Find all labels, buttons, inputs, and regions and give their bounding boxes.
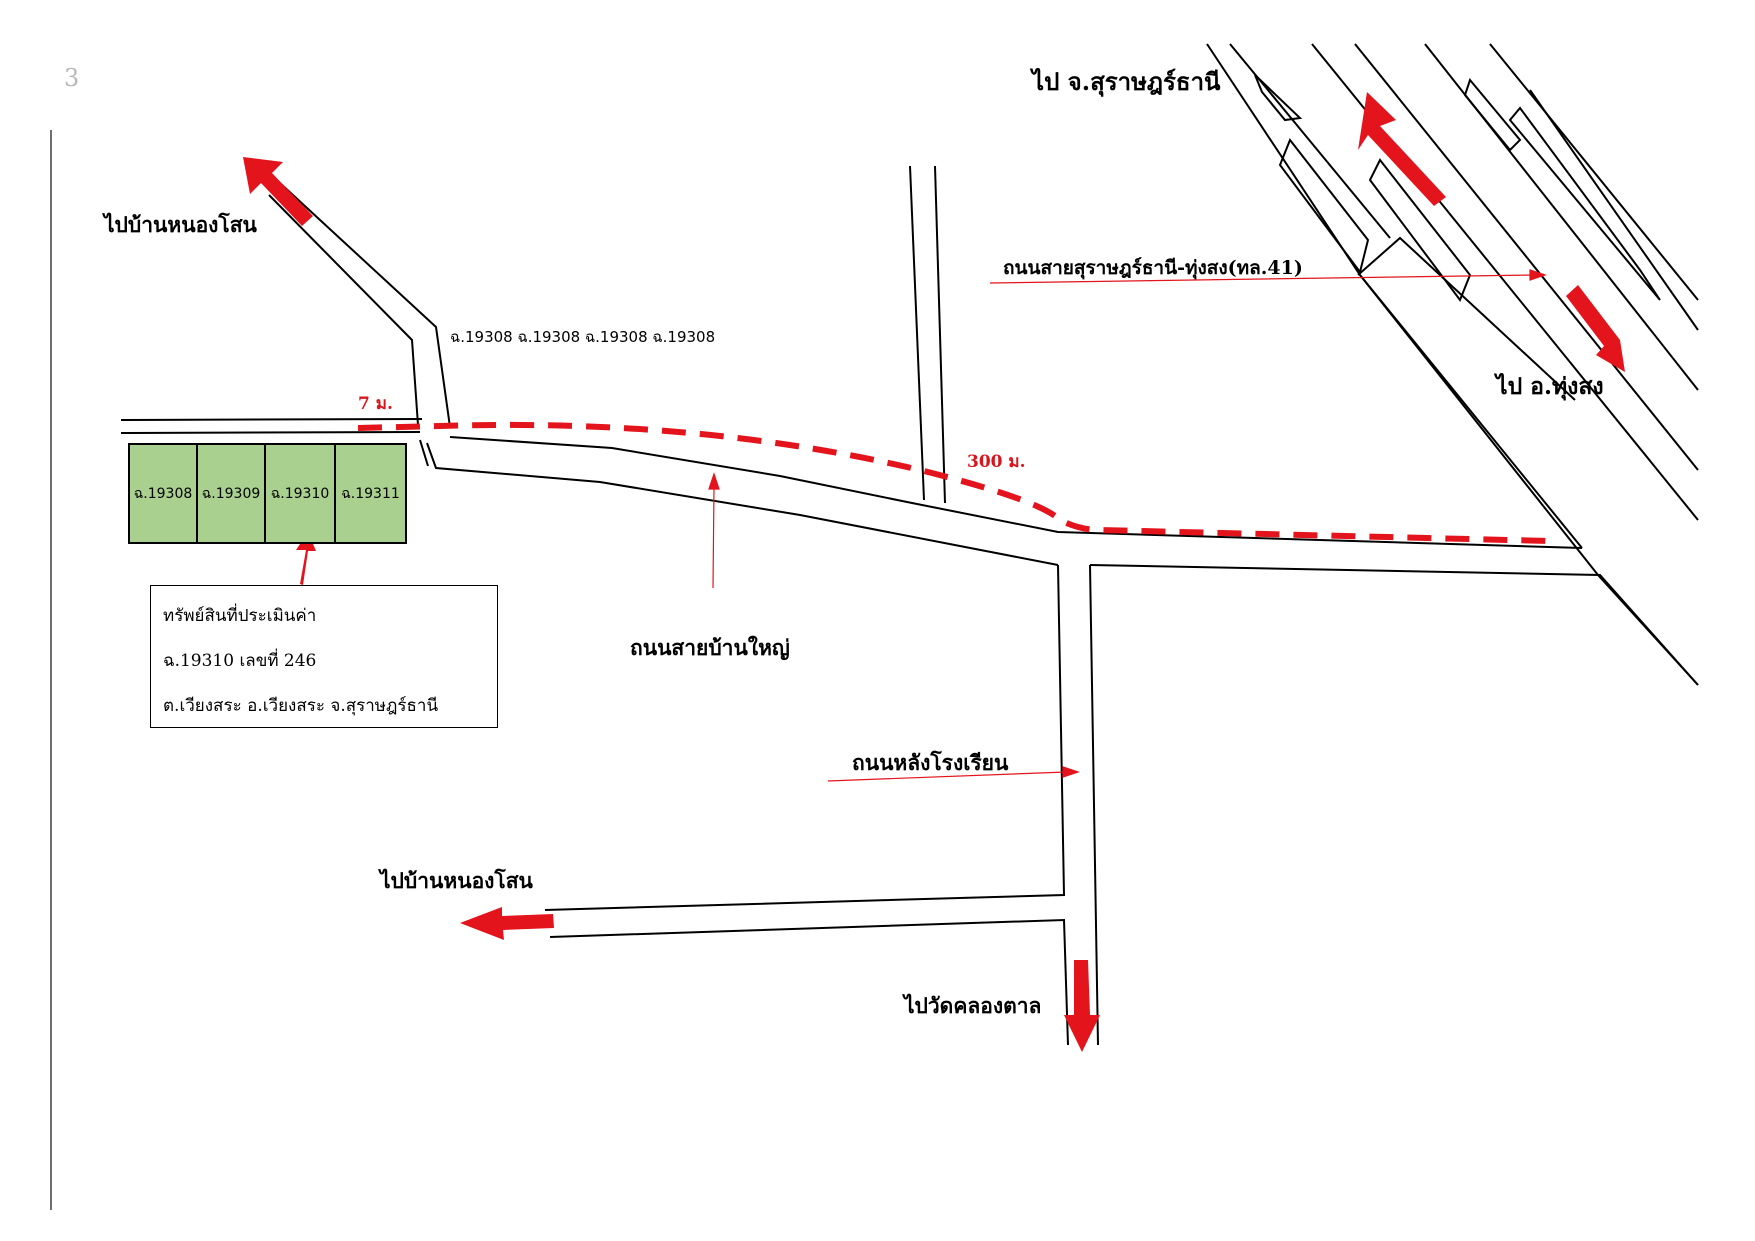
- arrow-to-nongsano-bottom: [460, 907, 554, 940]
- distance-to-highway: 300 ม.: [967, 452, 1026, 472]
- plot-19311: ฉ.19311: [334, 443, 407, 544]
- pointer-lines: [708, 269, 1547, 782]
- info-line-3: ต.เวียงสระ อ.เวียงสระ จ.สุราษฎร์ธานี: [163, 696, 439, 716]
- arrow-to-wat: [1064, 960, 1100, 1052]
- arrow-subject: [296, 532, 316, 585]
- label-to-nongsano-top: ไปบ้านหนองโสน: [104, 212, 257, 237]
- parcel-label-row: ฉ.19308 ฉ.19308 ฉ.19308 ฉ.19308: [450, 328, 716, 346]
- info-line-1: ทรัพย์สินที่ประเมินค่า: [163, 606, 317, 626]
- arrow-to-thungsong: [1566, 285, 1625, 372]
- label-to-thungsong: ไป อ.ทุ่งสง: [1496, 373, 1604, 400]
- plot-19308: ฉ.19308: [128, 443, 198, 544]
- label-to-surat: ไป จ.สุราษฎร์ธานี: [1032, 67, 1221, 96]
- label-to-wat: ไปวัดคลองตาล: [904, 993, 1042, 1018]
- road-highway-41: [1206, 43, 1699, 686]
- subject-info-box: ทรัพย์สินที่ประเมินค่า ฉ.19310 เลขที่ 24…: [150, 585, 498, 728]
- label-to-nongsano-bottom: ไปบ้านหนองโสน: [380, 868, 533, 893]
- direction-arrows: [243, 92, 1625, 1052]
- label-highway-41: ถนนสายสุราษฎร์ธานี-ทุ่งสง(ทล.41): [1003, 257, 1303, 279]
- scan-mark: 3: [64, 64, 80, 92]
- plot-19310-subject: ฉ.19310: [264, 443, 336, 544]
- route-to-highway: [357, 421, 1551, 544]
- road-left-lane: [120, 418, 423, 434]
- distance-lane-width: 7 ม.: [358, 394, 393, 414]
- info-line-2: ฉ.19310 เลขที่ 246: [163, 651, 317, 671]
- road-school: [544, 564, 1099, 1046]
- label-main-road: ถนนสายบ้านใหญ่: [630, 635, 790, 660]
- arrow-to-nongsano-top: [243, 157, 313, 226]
- road-north-spur: [909, 165, 946, 504]
- arrow-to-surat: [1358, 92, 1446, 206]
- plot-19309: ฉ.19309: [196, 443, 266, 544]
- label-school-road: ถนนหลังโรงเรียน: [852, 750, 1009, 775]
- road-to-nongsano-top: [268, 183, 451, 428]
